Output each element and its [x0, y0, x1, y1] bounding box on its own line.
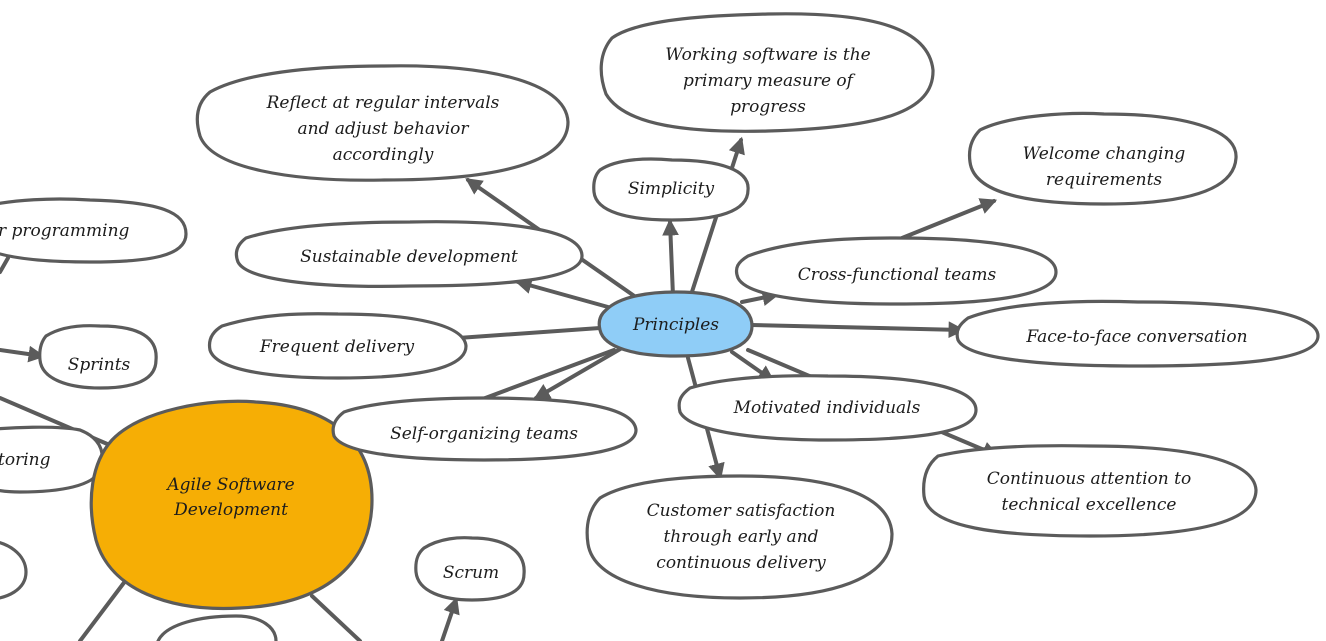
edge-principles-self-organizing — [533, 346, 624, 400]
svg-text:Frequent delivery: Frequent delivery — [259, 337, 415, 357]
edge-root-bottom-right — [310, 594, 362, 641]
svg-text:Face-to-face conversation: Face-to-face conversation — [1025, 327, 1247, 347]
node-motivated[interactable]: Motivated individuals — [677, 374, 978, 442]
svg-text:Simplicity: Simplicity — [628, 179, 715, 199]
svg-text:r programming: r programming — [0, 221, 130, 241]
edge-root-bottom-left — [78, 578, 128, 641]
node-left-partial[interactable] — [0, 540, 28, 600]
node-face-to-face[interactable]: Face-to-face conversation — [955, 299, 1320, 368]
edge-principles-simplicity — [662, 218, 679, 298]
svg-text:Sprints: Sprints — [68, 355, 131, 375]
edge-cross-functional-welcome-changing — [900, 198, 998, 240]
edge-principles-working-software — [688, 136, 745, 300]
node-sprints[interactable]: Sprints — [38, 324, 158, 390]
svg-text:toring: toring — [0, 450, 51, 470]
svg-text:Scrum: Scrum — [443, 563, 499, 583]
svg-text:Principles: Principles — [632, 315, 719, 335]
edge-principles-sustainable — [514, 277, 610, 309]
edge-principles-face-to-face — [750, 321, 966, 339]
svg-text:Cross-functional teams: Cross-functional teams — [798, 265, 997, 285]
node-pair-programming[interactable]: r programming — [0, 197, 188, 264]
node-frequent-delivery[interactable]: Frequent delivery — [207, 312, 468, 380]
svg-text:Motivated individuals: Motivated individuals — [733, 398, 921, 418]
node-bottom-partial[interactable] — [156, 614, 278, 641]
edge-self-organizing-principles — [478, 348, 616, 402]
edge-up-scrum — [440, 596, 460, 641]
node-cross-functional[interactable]: Cross-functional teams — [734, 236, 1058, 306]
edge-pair-programming-down — [0, 256, 10, 274]
node-sustainable[interactable]: Sustainable development — [234, 220, 584, 288]
edge-principles-frequent-delivery — [456, 326, 602, 340]
node-principles[interactable]: Principles — [597, 290, 754, 358]
node-self-organizing[interactable]: Self-organizing teams — [331, 396, 638, 462]
svg-text:Sustainable development: Sustainable development — [300, 247, 518, 267]
edge-left-sprints — [0, 345, 46, 363]
svg-text:Self-organizing teams: Self-organizing teams — [390, 424, 578, 444]
node-scrum[interactable]: Scrum — [414, 536, 526, 602]
node-simplicity[interactable]: Simplicity — [592, 157, 750, 222]
node-mentoring[interactable]: toring — [0, 425, 104, 494]
